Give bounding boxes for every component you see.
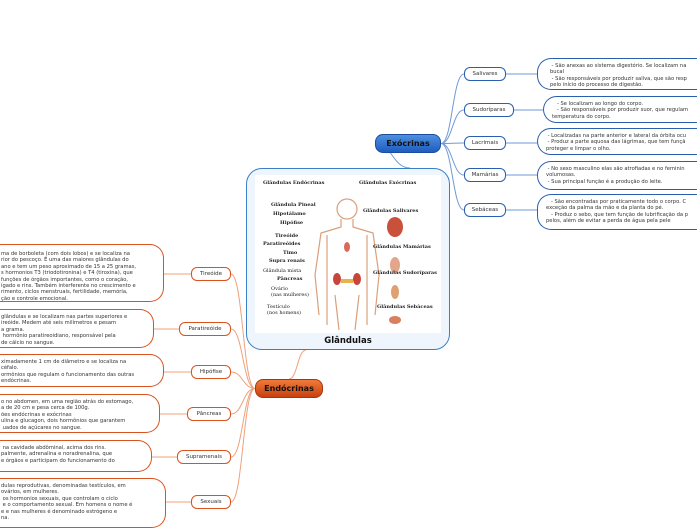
subtopic-salivares[interactable]: Salivares	[464, 67, 506, 81]
subtopic-paratireoide[interactable]: Paratireóide	[179, 322, 231, 336]
connector-endo-tireoide	[230, 273, 256, 389]
label-sebaceas: Glândulas Sebáceas	[377, 304, 433, 310]
subtopic-sebaceas[interactable]: Sebáceas	[464, 203, 506, 217]
central-topic-title: Glândulas	[324, 336, 372, 346]
kidney-left	[333, 273, 341, 285]
glands-illustration: Glândulas Endócrinas Glândulas Exócrinas…	[255, 175, 441, 333]
connector-exo-lacrimais	[440, 142, 465, 144]
thyroid-shape	[344, 242, 350, 252]
label-paratireoides: Paratireóides	[263, 241, 301, 247]
label-pineal: Glândula Pineal	[271, 202, 316, 208]
label-hipotalamo: Hipotálamo	[273, 211, 306, 217]
description-lacrimais[interactable]: - Localizadas na parte anterior e latera…	[537, 128, 697, 155]
description-sexuais[interactable]: dulas reprodutivas, denominadas testícul…	[0, 478, 166, 528]
connector-exo-sebaceas	[440, 143, 465, 211]
description-hipofise[interactable]: ximadamente 1 cm de diâmetro e se locali…	[0, 354, 164, 387]
exocrine-heading: Glândulas Exócrinas	[359, 180, 417, 186]
kidney-right	[353, 273, 361, 285]
description-tireoide[interactable]: ma de borboleta (com dois lobos) e se lo…	[0, 244, 164, 302]
pancreas-shape	[341, 279, 353, 283]
subtopic-pancreas[interactable]: Pâncreas	[187, 407, 231, 421]
connector-endo-sexuais	[230, 388, 256, 503]
description-sudoriparas[interactable]: - Se localizam ao longo do corpo. - São …	[543, 96, 697, 123]
connector-endo-paratireoide	[230, 328, 256, 389]
endocrine-heading: Glândulas Endócrinas	[263, 180, 325, 186]
connector-exo-mamarias	[440, 143, 465, 176]
connector-exo-salivares	[440, 73, 465, 144]
connector-exo-sudoriparas	[440, 109, 465, 144]
label-glandula-mista: Glândula mista	[263, 268, 302, 274]
label-tireoide: Tireóide	[275, 233, 299, 239]
description-mamarias[interactable]: - No sexo masculino elas são atrofiadas …	[537, 161, 697, 190]
label-ovario: Ovário (nas mulheres)	[271, 286, 309, 298]
connector-endo-hipofise	[230, 371, 256, 389]
subtopic-lacrimais[interactable]: Lacrimais	[464, 136, 506, 150]
subtopic-sudoriparas[interactable]: Sudoríparas	[464, 103, 514, 117]
sweat-gland-shape	[391, 285, 399, 299]
label-salivares: Glândulas Salivares	[363, 208, 419, 214]
main-topic-endocrinas[interactable]: Endócrinas	[255, 379, 323, 398]
connector-central-endocrinas	[288, 349, 307, 380]
sebaceous-gland-shape	[389, 316, 401, 324]
connector-endo-supramenais	[230, 388, 256, 458]
label-supra-renais: Supra renais	[269, 258, 305, 264]
subtopic-tireoide[interactable]: Tireóide	[191, 267, 231, 281]
subtopic-hipofise[interactable]: Hipófise	[191, 365, 231, 379]
label-testiculo: Testículo (nos homens)	[267, 304, 302, 316]
mammary-gland-shape	[390, 257, 400, 273]
description-salivares[interactable]: - São anexas ao sistema digestório. Se l…	[537, 58, 697, 90]
description-paratireoide[interactable]: glândulas e se localizam nas partes supe…	[0, 309, 154, 348]
label-timo: Timo	[283, 250, 298, 256]
subtopic-mamarias[interactable]: Mamárias	[464, 168, 506, 182]
subtopic-supramenais[interactable]: Supramenais	[177, 450, 231, 464]
description-sebaceas[interactable]: - São encontradas por praticamente todo …	[537, 194, 697, 230]
label-sudoriparas: Glândulas Sudoríparas	[373, 270, 437, 276]
label-pancreas: Pâncreas	[277, 276, 303, 282]
human-body-figure	[314, 198, 403, 331]
main-topic-exocrinas[interactable]: Exócrinas	[375, 134, 441, 153]
label-hipofise: Hipófise	[280, 220, 304, 226]
subtopic-sexuais[interactable]: Sexuais	[191, 495, 231, 509]
description-pancreas[interactable]: o no abdomen, em uma região atrás do est…	[0, 394, 160, 433]
salivary-gland-shape	[387, 217, 403, 237]
central-topic[interactable]: Glândulas Endócrinas Glândulas Exócrinas…	[246, 168, 450, 350]
label-mamarias: Glândulas Mamárias	[373, 244, 431, 250]
description-supramenais[interactable]: na cavidade abdôminal, acima dos rins. p…	[0, 440, 152, 472]
